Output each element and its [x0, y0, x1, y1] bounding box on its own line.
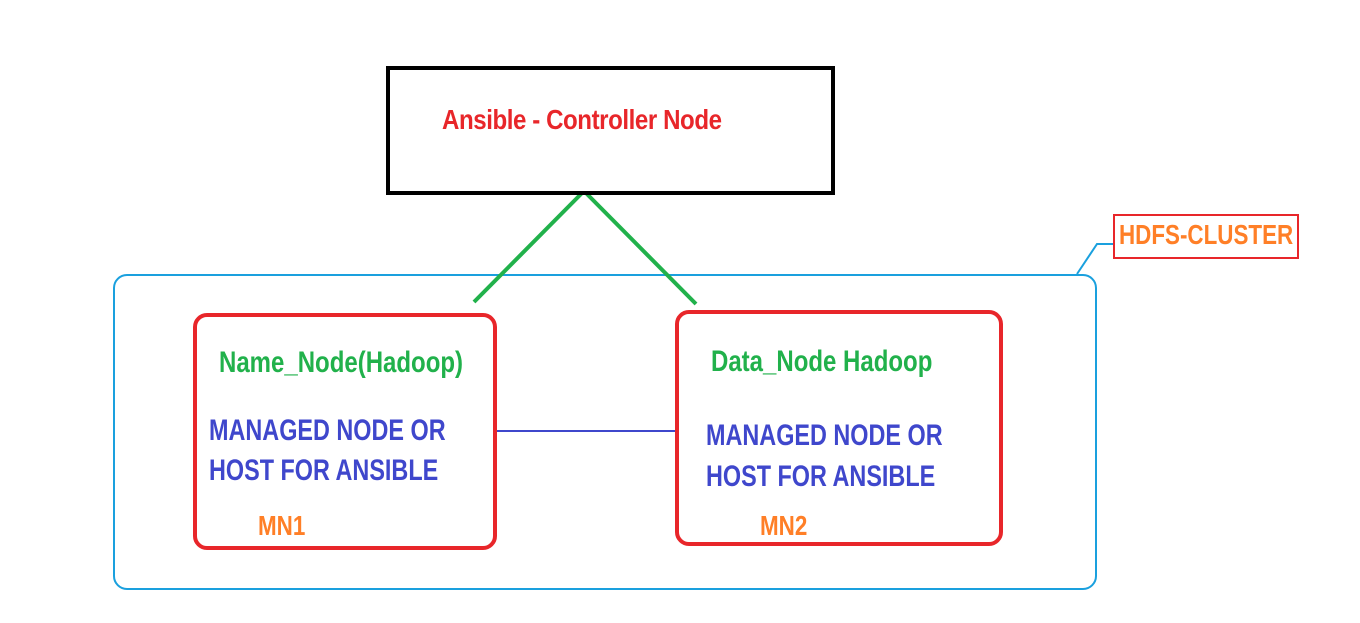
controller-node-title: Ansible - Controller Node — [442, 104, 722, 135]
controller-node-box — [386, 66, 835, 195]
controller-to-datanode-connector — [582, 189, 698, 306]
datanode-desc-line1: MANAGED NODE OR — [706, 419, 943, 452]
namenode-desc-line2: HOST FOR ANSIBLE — [209, 454, 439, 487]
namenode-id: MN1 — [258, 510, 306, 541]
cluster-label-box — [1113, 214, 1299, 259]
cluster-label: HDFS-CLUSTER — [1119, 219, 1294, 250]
datanode-id: MN2 — [760, 510, 808, 541]
datanode-title: Data_Node Hadoop — [711, 345, 933, 378]
namenode-box — [193, 313, 497, 550]
datanode-box — [675, 310, 1003, 546]
controller-to-namenode-connector — [472, 189, 586, 304]
namenode-title: Name_Node(Hadoop) — [219, 346, 464, 379]
namenode-desc-line1: MANAGED NODE OR — [209, 414, 446, 447]
datanode-desc-line2: HOST FOR ANSIBLE — [706, 460, 936, 493]
cluster-label-pointer — [1076, 243, 1113, 275]
hdfs-cluster-container — [113, 274, 1097, 590]
